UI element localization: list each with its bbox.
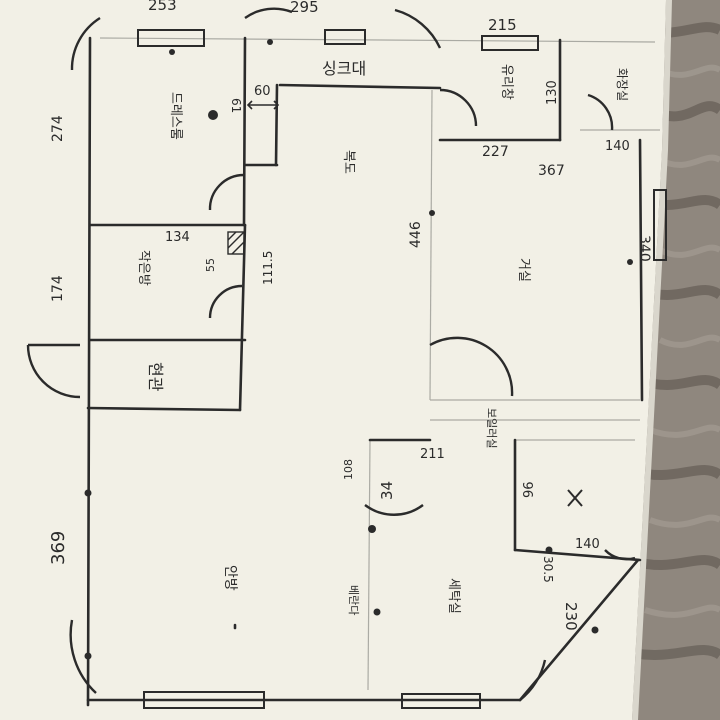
dim-notch: 60: [254, 84, 271, 99]
dim-108: 108: [342, 459, 355, 480]
label-room-top-mid: 싱크대: [322, 59, 366, 78]
dim-left-mid: 174: [50, 275, 66, 302]
dim-130: 130: [545, 80, 560, 105]
dim-small-room: 134: [165, 230, 190, 245]
label-room-corner: 화장실: [615, 68, 629, 101]
dim-140-top: 140: [605, 139, 630, 154]
label-room-right: 거실: [516, 258, 531, 282]
label-room-hall: 복도: [341, 150, 356, 174]
label-room-bottom-center: 베란다: [347, 585, 360, 615]
label-room-top-left: 드레스룸: [168, 92, 183, 140]
dim-left-bottom: 369: [48, 531, 69, 565]
dim-34: 34: [378, 481, 396, 500]
dim-left-top: 274: [50, 115, 66, 142]
dim-230: 230: [562, 602, 580, 631]
label-strip: 보일러실: [485, 408, 499, 448]
dim-small-room-side: 111.5: [261, 251, 275, 285]
dim-closet: 55: [204, 258, 217, 272]
dim-96: 96: [522, 481, 537, 498]
label-room-bottom-left: 안방: [222, 565, 238, 591]
dim-right-edge: 340: [636, 235, 652, 262]
dim-305: 30.5: [541, 556, 555, 583]
dim-211: 211: [420, 447, 445, 462]
label-room-bottom-mid: 세탁실: [446, 578, 461, 614]
dim-367: 367: [538, 163, 565, 179]
dim-140-bottom: 140: [575, 537, 600, 552]
dim-hall-length: 446: [408, 221, 424, 248]
dim-top-mid: 295: [290, 0, 319, 16]
label-room-entry: 현관: [146, 362, 165, 392]
dim-227: 227: [482, 144, 509, 160]
label-room-mid-left: 작은방: [136, 250, 151, 286]
label-room-top-right: 유리창: [499, 64, 514, 100]
dim-top-left: 253: [148, 0, 177, 14]
dim-61: 61: [229, 98, 243, 113]
dim-top-right: 215: [488, 16, 517, 34]
